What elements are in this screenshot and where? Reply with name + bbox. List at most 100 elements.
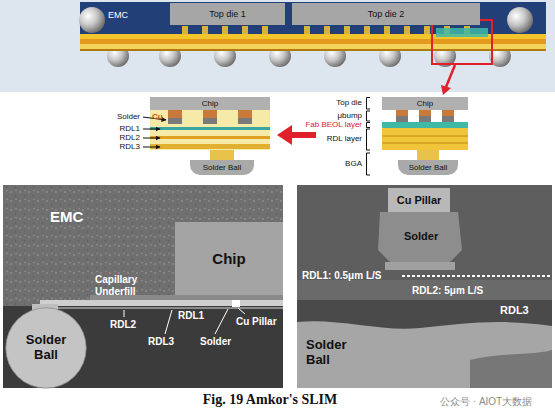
layer-label: RDL1 bbox=[120, 124, 140, 133]
part-label: Cu Pillar bbox=[236, 316, 277, 328]
region-label: EMC bbox=[50, 208, 83, 225]
node-text: Top die 2 bbox=[368, 9, 405, 19]
rdl-layer bbox=[80, 39, 546, 44]
sem-emc bbox=[3, 185, 283, 388]
micro-bump bbox=[262, 26, 268, 34]
micro-bump bbox=[384, 26, 390, 34]
figure-caption: Fig. 19 Amkor's SLIM bbox=[150, 392, 390, 408]
die-box: Top die 1 bbox=[170, 3, 285, 25]
red-arrow-shaft bbox=[290, 132, 316, 138]
micro-bump bbox=[242, 26, 248, 34]
part-label: Solder bbox=[200, 336, 231, 348]
solder-cap bbox=[419, 116, 431, 122]
text-wrap: Top die 2 bbox=[368, 9, 405, 19]
layer-label: BGA bbox=[345, 159, 362, 168]
leader-line bbox=[143, 138, 160, 139]
text-wrap: Chip bbox=[202, 99, 218, 108]
node-text: Cu Pillar bbox=[397, 194, 442, 207]
zoom-box bbox=[432, 20, 492, 64]
ball-pad bbox=[210, 150, 234, 160]
rdl-line bbox=[382, 143, 468, 144]
text-wrap: Chip bbox=[417, 99, 433, 108]
leader-line bbox=[143, 129, 160, 130]
sem-solder-ball: Solder Ball bbox=[5, 307, 87, 389]
leader-line bbox=[238, 308, 245, 314]
cu-pillar bbox=[238, 110, 252, 118]
layer-label: RDL1 bbox=[178, 310, 204, 322]
sem-background bbox=[297, 185, 552, 388]
layer-label: Fab BEOL layer bbox=[305, 120, 362, 129]
bracket bbox=[367, 98, 371, 110]
bracket bbox=[367, 111, 371, 121]
solder-ball-region bbox=[297, 321, 552, 388]
micro-bumps bbox=[182, 26, 470, 34]
region-label: EMC bbox=[108, 10, 128, 20]
dark-patch bbox=[470, 350, 552, 388]
cu-pillar bbox=[419, 110, 431, 116]
layer-label: RDL2 bbox=[110, 319, 136, 331]
beol-layer bbox=[382, 122, 468, 128]
node-text: Solder Ball bbox=[409, 163, 448, 172]
micro-bump bbox=[344, 26, 350, 34]
zoom-arrow bbox=[446, 65, 455, 87]
solder-bump bbox=[378, 212, 462, 262]
micro-bump bbox=[222, 26, 228, 34]
text-wrap: Chip bbox=[212, 250, 245, 267]
layer-label: RDL layer bbox=[327, 134, 362, 143]
node-text: Top die 1 bbox=[209, 9, 246, 19]
part-label: Solder bbox=[404, 230, 438, 243]
rdl-layer bbox=[80, 49, 546, 51]
rdl2-band bbox=[297, 280, 552, 300]
beol-highlight bbox=[436, 28, 488, 37]
material-label: Cu bbox=[152, 112, 163, 121]
chip-box: Chip bbox=[382, 97, 468, 110]
cu-pillar bbox=[396, 110, 408, 116]
region-label: Capillary Underfill bbox=[95, 274, 159, 297]
node-text: Chip bbox=[417, 99, 433, 108]
sem-dark-region bbox=[3, 306, 283, 388]
rdl1-dotted-line bbox=[402, 275, 552, 277]
micro-bump bbox=[202, 26, 208, 34]
watermark: 公众号 · AIOT大数据 bbox=[440, 396, 532, 408]
bracket bbox=[367, 153, 371, 175]
rdl3-line bbox=[150, 144, 270, 149]
rdl2-line bbox=[150, 136, 270, 139]
red-arrowhead bbox=[277, 125, 292, 145]
leader-line bbox=[143, 147, 160, 148]
text-wrap: Solder Ball bbox=[203, 163, 242, 172]
text-wrap: Cu Pillar bbox=[397, 194, 442, 207]
sem-cu-pillar: Cu Pillar bbox=[388, 188, 450, 212]
micro-bump bbox=[404, 26, 410, 34]
solder-ball-shape: Solder Ball bbox=[398, 160, 458, 175]
dimension-label: RDL2: 5μm L/S bbox=[412, 285, 483, 297]
rdl1-line bbox=[150, 127, 270, 130]
solder-cap bbox=[396, 116, 408, 122]
background-band bbox=[0, 0, 555, 92]
layer-label: Solder bbox=[117, 112, 140, 121]
micro-bump bbox=[324, 26, 330, 34]
solder-cap bbox=[168, 118, 182, 124]
die-box: Top die 2 bbox=[292, 3, 480, 25]
micro-bumps bbox=[396, 110, 454, 122]
part-label: Solder Ball bbox=[306, 338, 358, 368]
layer-label: RDL3 bbox=[500, 304, 529, 317]
rdl-block bbox=[382, 128, 468, 150]
leader-line bbox=[215, 309, 228, 334]
bracket bbox=[367, 123, 371, 128]
text-wrap: Solder Ball bbox=[409, 163, 448, 172]
bracket bbox=[367, 129, 371, 150]
rdl-line bbox=[40, 308, 283, 309]
cu-pillar-spot bbox=[232, 300, 240, 307]
node-text: Solder Ball bbox=[15, 333, 77, 363]
chip-box: Chip bbox=[150, 97, 270, 110]
micro-bump bbox=[182, 26, 188, 34]
text-wrap: Solder Ball bbox=[15, 333, 77, 363]
text-wrap: Top die 1 bbox=[209, 9, 246, 19]
cu-pillar bbox=[203, 110, 217, 118]
pad bbox=[385, 262, 455, 270]
node-text: Chip bbox=[202, 99, 218, 108]
leader-line bbox=[165, 310, 172, 334]
sem-chip: Chip bbox=[175, 222, 283, 295]
